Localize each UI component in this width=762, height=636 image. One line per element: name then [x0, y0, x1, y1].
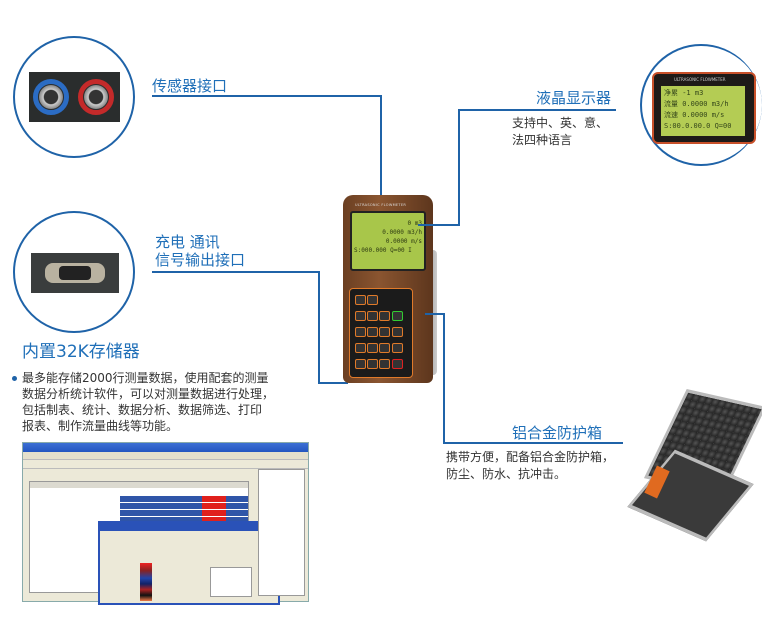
keypad-key[interactable]: [355, 359, 366, 369]
connector-line: [458, 109, 460, 226]
keypad-key[interactable]: [355, 295, 366, 305]
lcd-closeup-brand: ULTRASONIC FLOWMETER: [674, 77, 726, 82]
keypad-key[interactable]: [379, 343, 390, 353]
connector-line: [318, 271, 320, 384]
lcd-label: 液晶显示器: [536, 89, 612, 107]
memory-title: 内置32K存储器: [22, 342, 140, 362]
keypad-key[interactable]: [367, 295, 378, 305]
db9-port-plate: [31, 253, 119, 293]
comm-port-label-line2: 信号输出接口: [155, 251, 246, 269]
keypad-key[interactable]: [379, 311, 390, 321]
lcd-line: 净累 -1 m3: [664, 89, 704, 97]
keypad-key[interactable]: [367, 343, 378, 353]
case-label: 铝合金防护箱: [512, 424, 603, 442]
blue-jack-icon: [33, 79, 69, 115]
aluminum-case-image: [627, 385, 762, 542]
sensor-port-image: [13, 36, 135, 158]
keypad-key[interactable]: [392, 343, 403, 353]
analysis-software-screenshot: [22, 442, 309, 605]
lcd-line: 0.0000 m/s: [385, 238, 422, 245]
comm-port-image: [13, 211, 135, 333]
keypad-key[interactable]: [355, 311, 366, 321]
sensor-connector-plate: [29, 72, 120, 122]
keypad-key[interactable]: [355, 327, 366, 337]
software-titlebar: [23, 443, 308, 452]
flowmeter-device: ULTRASONIC FLOWMETER 0 m3 0.0000 m3/h 0.…: [335, 195, 437, 385]
keypad-key[interactable]: [367, 359, 378, 369]
memory-desc-line4: 报表、制作流量曲线等功能。: [22, 419, 179, 433]
keypad-key[interactable]: [355, 343, 366, 353]
software-toolbar: [23, 460, 308, 469]
connector-line: [418, 224, 460, 226]
case-desc-line1: 携带方便，配备铝合金防护箱，: [446, 450, 615, 464]
lcd-line: 0 m3: [407, 220, 422, 227]
memory-desc-line3: 包括制表、统计、数据分析、数据筛选、打印: [22, 403, 263, 417]
connector-line: [458, 109, 616, 111]
lcd-line: 流速 0.0000 m/s: [664, 111, 725, 119]
keypad-key[interactable]: [379, 327, 390, 337]
bullet-icon: [12, 376, 17, 381]
lcd-line: S:000.000 Q=00 I: [354, 247, 412, 254]
sensor-port-label: 传感器接口: [152, 77, 228, 95]
lcd-desc-line1: 支持中、英、意、: [512, 116, 609, 130]
connector-line: [152, 95, 382, 97]
keypad-key-red[interactable]: [392, 359, 403, 369]
keypad-key[interactable]: [379, 359, 390, 369]
software-menubar: [23, 452, 308, 460]
lcd-closeup: ULTRASONIC FLOWMETER 净累 -1 m3 流量 0.0000 …: [652, 72, 756, 144]
memory-desc-line1: 最多能存储2000行测量数据，使用配套的测量: [22, 371, 269, 385]
memory-desc-line2: 数据分析统计软件，可以对测量数据进行处理，: [22, 387, 275, 401]
comm-port-label-line1: 充电 通讯: [155, 233, 220, 251]
lcd-line: S:00.0.00.0 Q=00: [664, 122, 732, 130]
report-panel: [258, 469, 305, 596]
device-brand: ULTRASONIC FLOWMETER: [355, 203, 407, 207]
red-jack-icon: [78, 79, 114, 115]
connector-line: [318, 382, 348, 384]
connector-line: [380, 95, 382, 198]
keypad-key[interactable]: [392, 327, 403, 337]
connector-line: [443, 442, 623, 444]
keypad-key[interactable]: [367, 311, 378, 321]
device-lcd: 0 m3 0.0000 m3/h 0.0000 m/s S:000.000 Q=…: [350, 211, 426, 271]
settings-dialog: [98, 521, 280, 605]
connector-line: [425, 313, 445, 315]
lcd-line: 0.0000 m3/h: [382, 229, 422, 236]
connector-line: [152, 271, 320, 273]
keypad-key-green[interactable]: [392, 311, 403, 321]
keypad: [349, 288, 413, 378]
lcd-desc-line2: 法四种语言: [512, 133, 573, 147]
connector-line: [443, 313, 445, 443]
case-desc-line2: 防尘、防水、抗冲击。: [446, 467, 567, 481]
lcd-line: 流量 0.0000 m3/h: [664, 100, 729, 108]
keypad-key[interactable]: [367, 327, 378, 337]
db9-connector-icon: [45, 263, 105, 283]
